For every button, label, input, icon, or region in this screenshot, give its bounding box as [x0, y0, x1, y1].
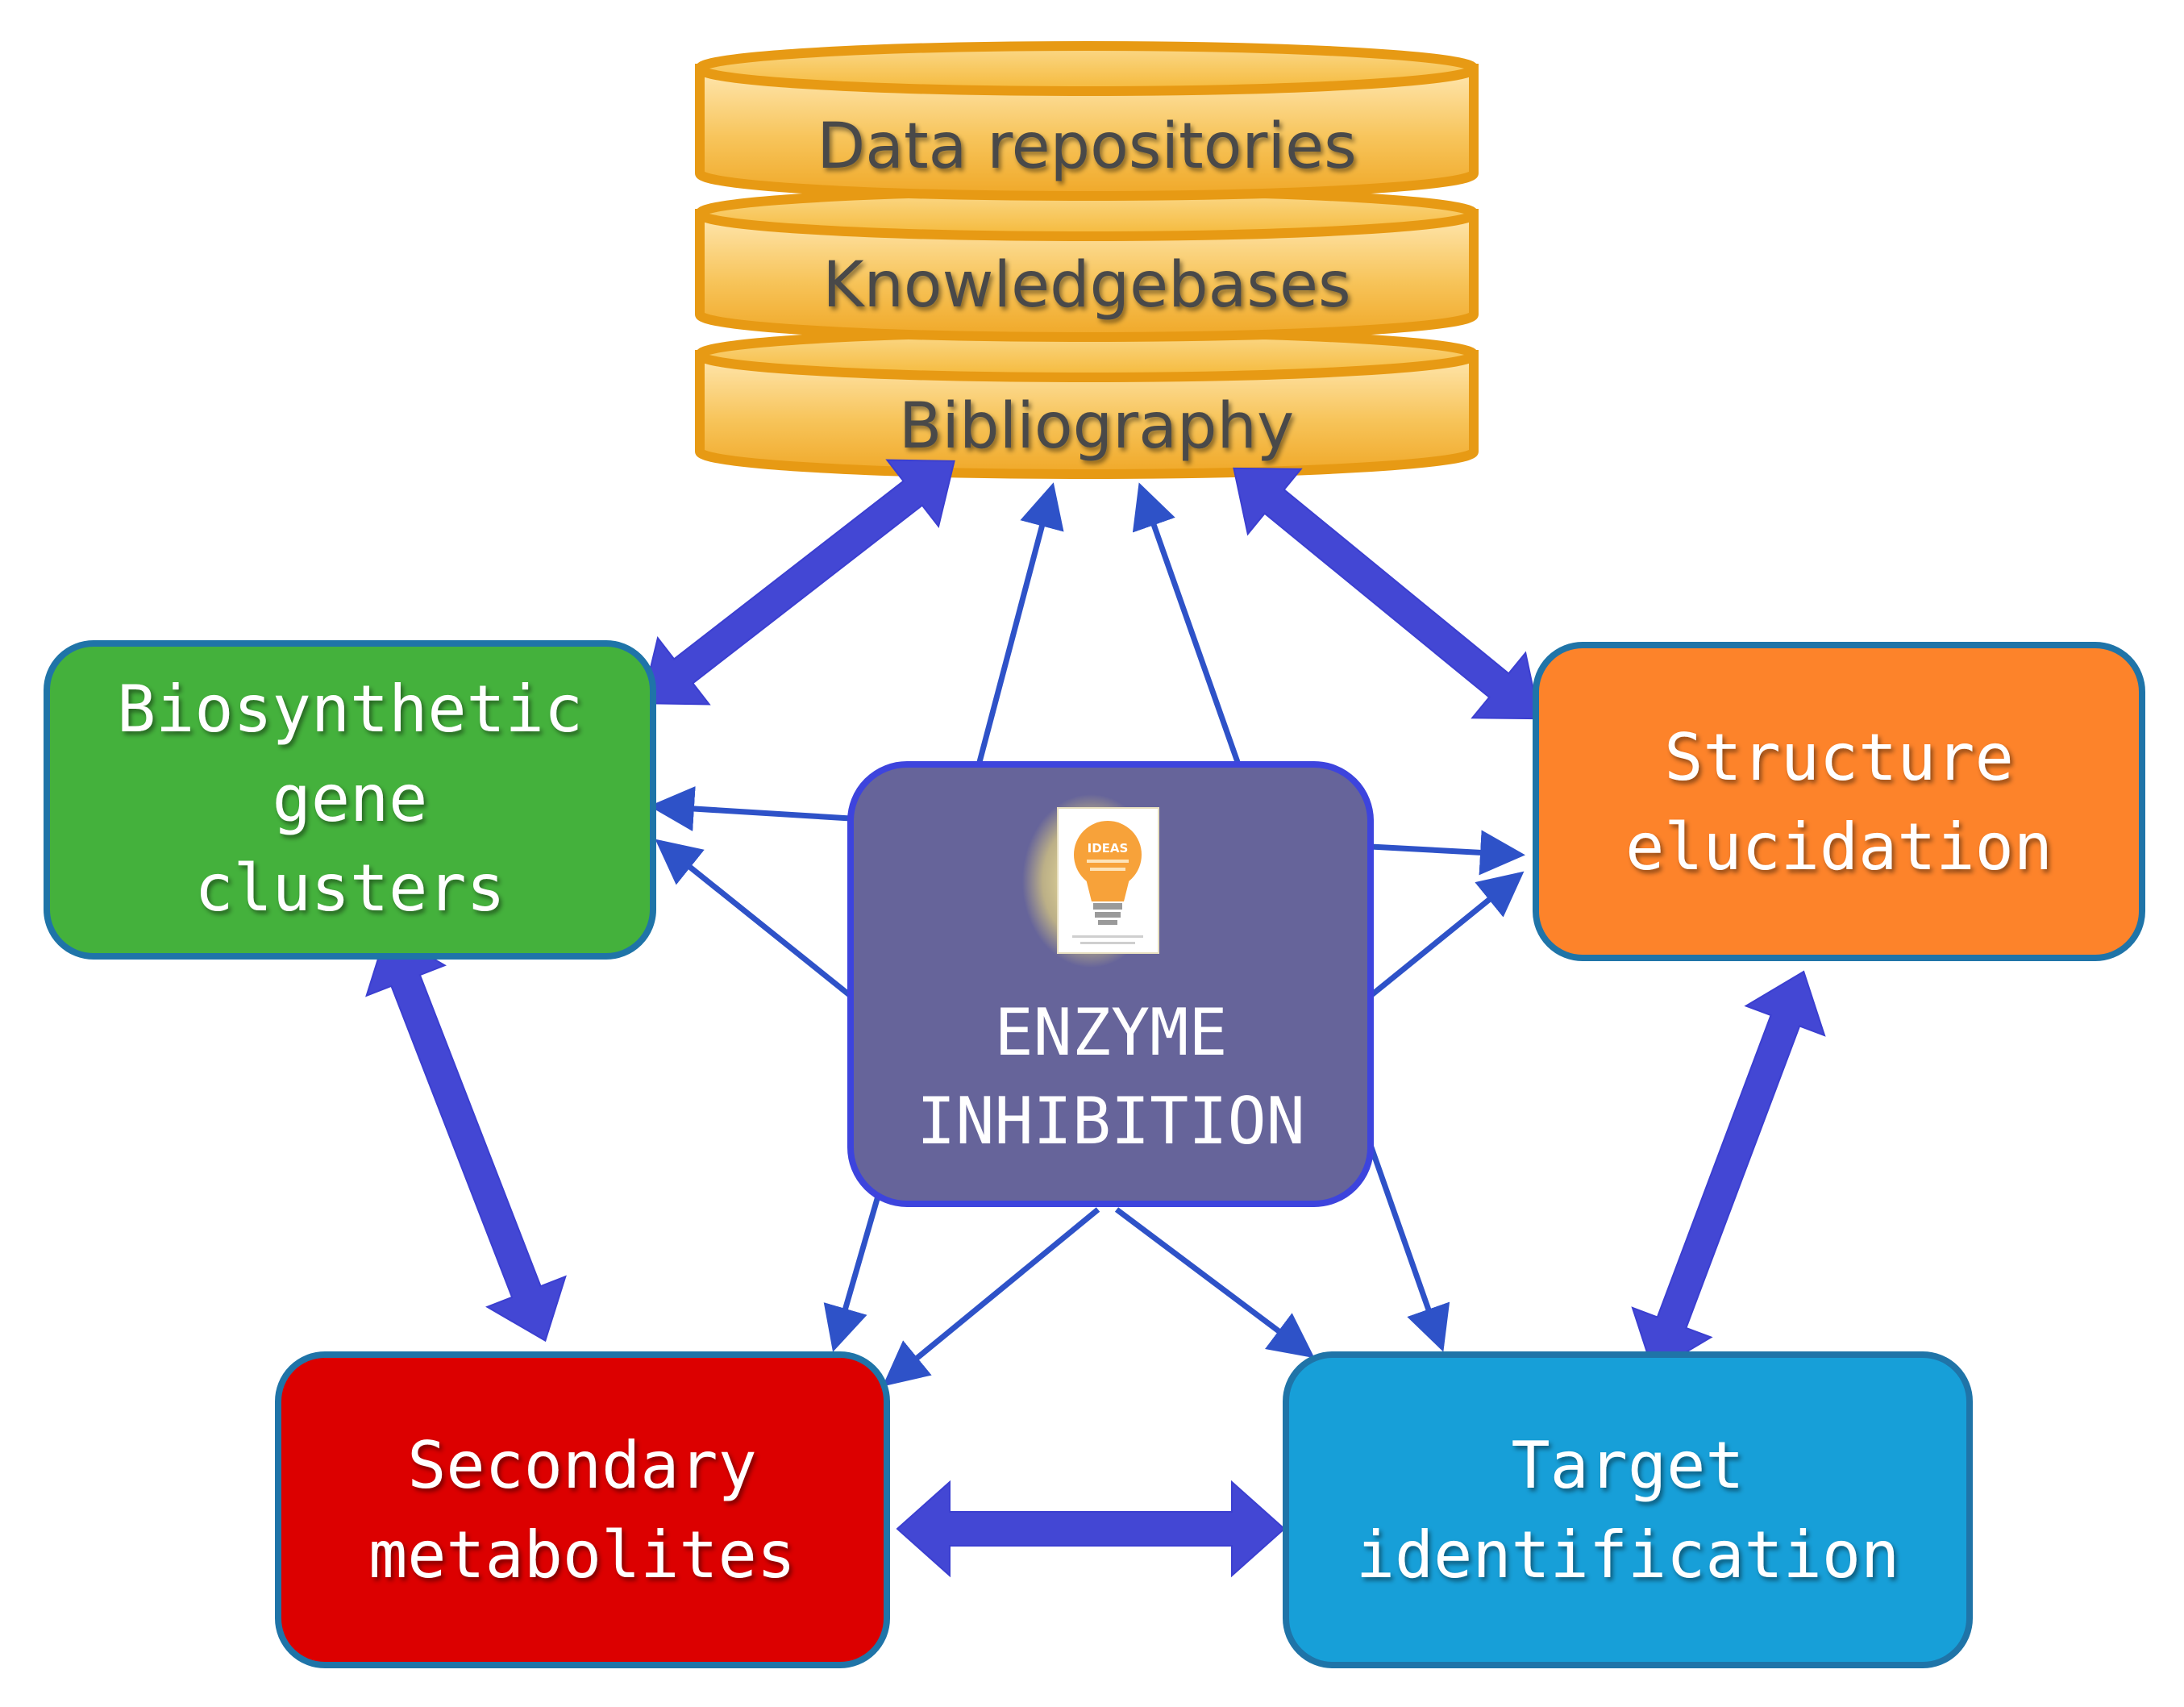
arrow-center-to-database-left [976, 482, 1064, 763]
arrow-center-to-structure-top [1370, 830, 1525, 876]
database-layer-knowledgebases: Knowledgebases [695, 186, 1479, 342]
node-target-identification: Target identification [1283, 1351, 1973, 1668]
node-structure-elucidation: Structure elucidation [1533, 642, 2145, 961]
node-label-line: gene [272, 761, 428, 836]
ideas-lightbulb-icon: IDEAS [1022, 794, 1159, 968]
thick-arrows [365, 459, 1826, 1578]
arrow-center-to-target-left [1114, 1207, 1315, 1359]
node-label-line: Biosynthetic [117, 672, 583, 747]
thin-arrows [649, 482, 1525, 1387]
node-biosynthetic-gene-clusters: Biosynthetic gene clusters [44, 640, 656, 960]
database-layer-label: Knowledgebases [822, 249, 1350, 322]
database-layer-data-repositories: Data repositories [695, 41, 1479, 201]
double-arrow-biosynthetic-secondary [365, 930, 567, 1343]
node-label-line: Secondary [407, 1428, 756, 1503]
double-arrow-database-biosynthetic [641, 459, 955, 706]
center-label-line: ENZYME [995, 995, 1228, 1070]
arrow-center-to-structure-bottom [1368, 871, 1525, 998]
arrow-center-to-biosynthetic-bottom [655, 839, 853, 998]
node-enzyme-inhibition: IDEAS ENZYME INHIBITION [847, 761, 1374, 1207]
node-label-line: identification [1356, 1518, 1899, 1593]
node-label-line: Target [1512, 1428, 1745, 1503]
database-layer-label: Data repositories [817, 110, 1357, 183]
double-arrow-secondary-target [896, 1480, 1286, 1578]
center-label-line: INHIBITION [917, 1084, 1305, 1159]
double-arrow-structure-target [1631, 970, 1826, 1373]
arrow-center-to-biosynthetic-top [649, 786, 851, 831]
node-label-line: metabolites [368, 1518, 796, 1593]
ideas-icon-text: IDEAS [1088, 841, 1129, 856]
node-label-line: elucidation [1625, 810, 2053, 885]
arrow-center-to-secondary-right [882, 1207, 1100, 1387]
arrow-center-to-target-right [1367, 1143, 1450, 1352]
arrow-center-to-database-right [1132, 482, 1241, 764]
node-label-line: Structure [1664, 720, 2013, 795]
database-layer-bibliography: Bibliography [695, 327, 1479, 479]
arrow-center-to-secondary-left [823, 1193, 882, 1352]
node-label-line: clusters [194, 851, 505, 926]
double-arrow-database-structure [1233, 467, 1541, 720]
database-layer-label: Bibliography [899, 390, 1294, 463]
database-stack: Bibliography Knowledgebases Data reposit… [695, 41, 1479, 479]
node-secondary-metabolites: Secondary metabolites [275, 1351, 890, 1668]
